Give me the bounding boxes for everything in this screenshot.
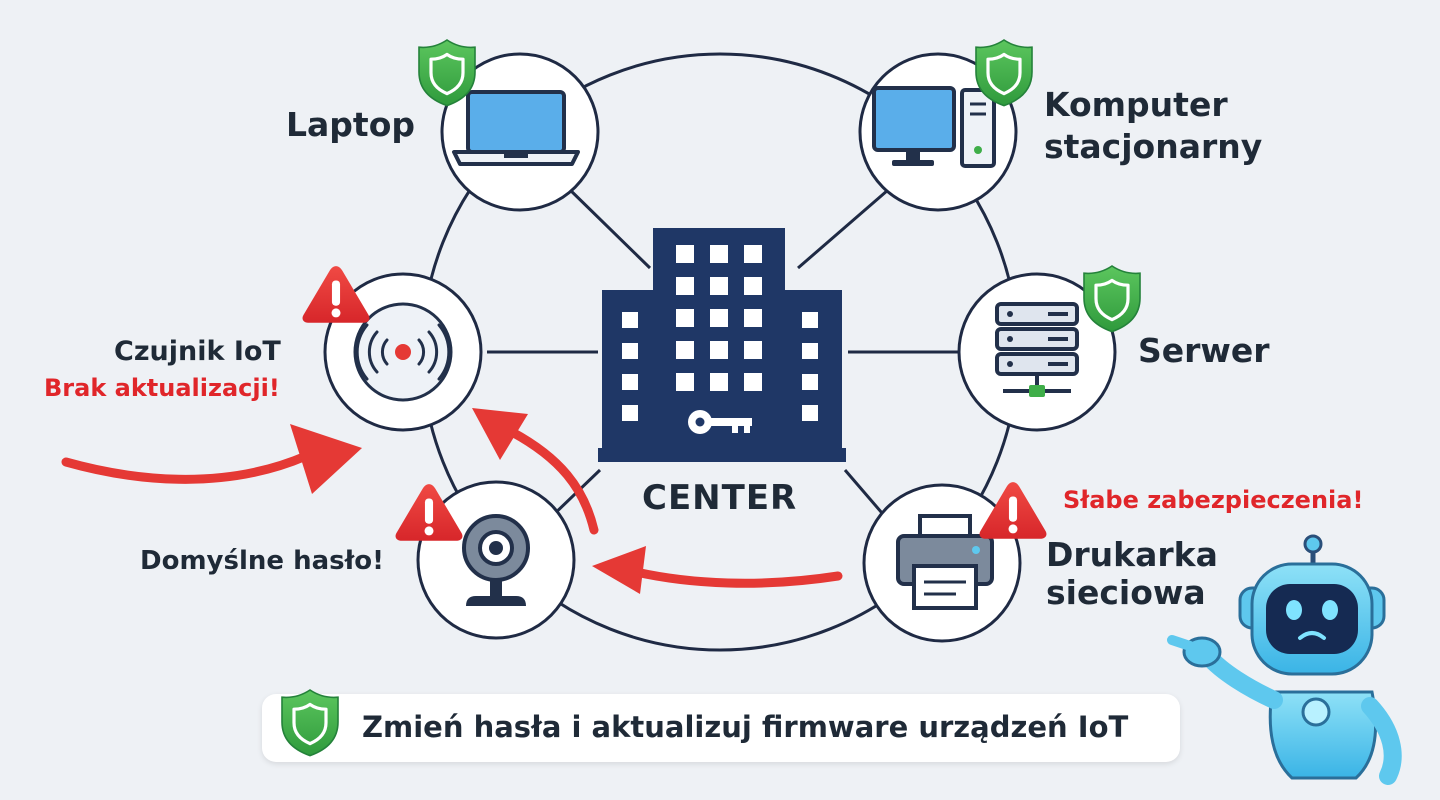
webcam-warning: Domyślne hasło! [140, 546, 384, 576]
laptop-node[interactable] [440, 52, 600, 212]
desktop-label-line1: Komputer [1044, 85, 1228, 124]
server-icon [995, 302, 1079, 397]
tip-shield-icon [281, 689, 339, 757]
desktop-computer-icon [872, 86, 996, 168]
printer-warning: Słabe zabezpieczenia! [1063, 486, 1364, 514]
server-node[interactable] [957, 272, 1117, 432]
printer-node[interactable] [862, 483, 1022, 643]
laptop-label: Laptop [286, 105, 415, 144]
tip-text: Zmień hasła i aktualizuj firmware urządz… [362, 710, 1129, 744]
red-attack-arrow-center [472, 408, 599, 535]
laptop-icon [452, 90, 580, 166]
printer-icon [896, 514, 994, 610]
tip-banner: Zmień hasła i aktualizuj firmware urządz… [262, 689, 1180, 762]
red-attack-arrow-bottom [592, 546, 843, 594]
building-key-icon [598, 228, 846, 462]
printer-label-line2: sieciowa [1046, 573, 1206, 612]
desktop-node[interactable] [858, 52, 1018, 212]
desktop-label-line2: stacjonarny [1044, 127, 1263, 166]
iot-sensor-warning: Brak aktualizacji! [44, 374, 280, 402]
printer-label-line1: Drukarka [1046, 535, 1218, 574]
iot-sensor-label: Czujnik IoT [114, 336, 281, 367]
iot-sensor-icon [353, 302, 453, 402]
hub-label: CENTER [642, 478, 798, 518]
red-attack-arrow-left [61, 424, 362, 494]
server-label: Serwer [1138, 331, 1270, 370]
worried-robot-icon [1167, 534, 1402, 785]
webcam-node[interactable] [416, 480, 576, 640]
webcam-icon [462, 514, 530, 606]
